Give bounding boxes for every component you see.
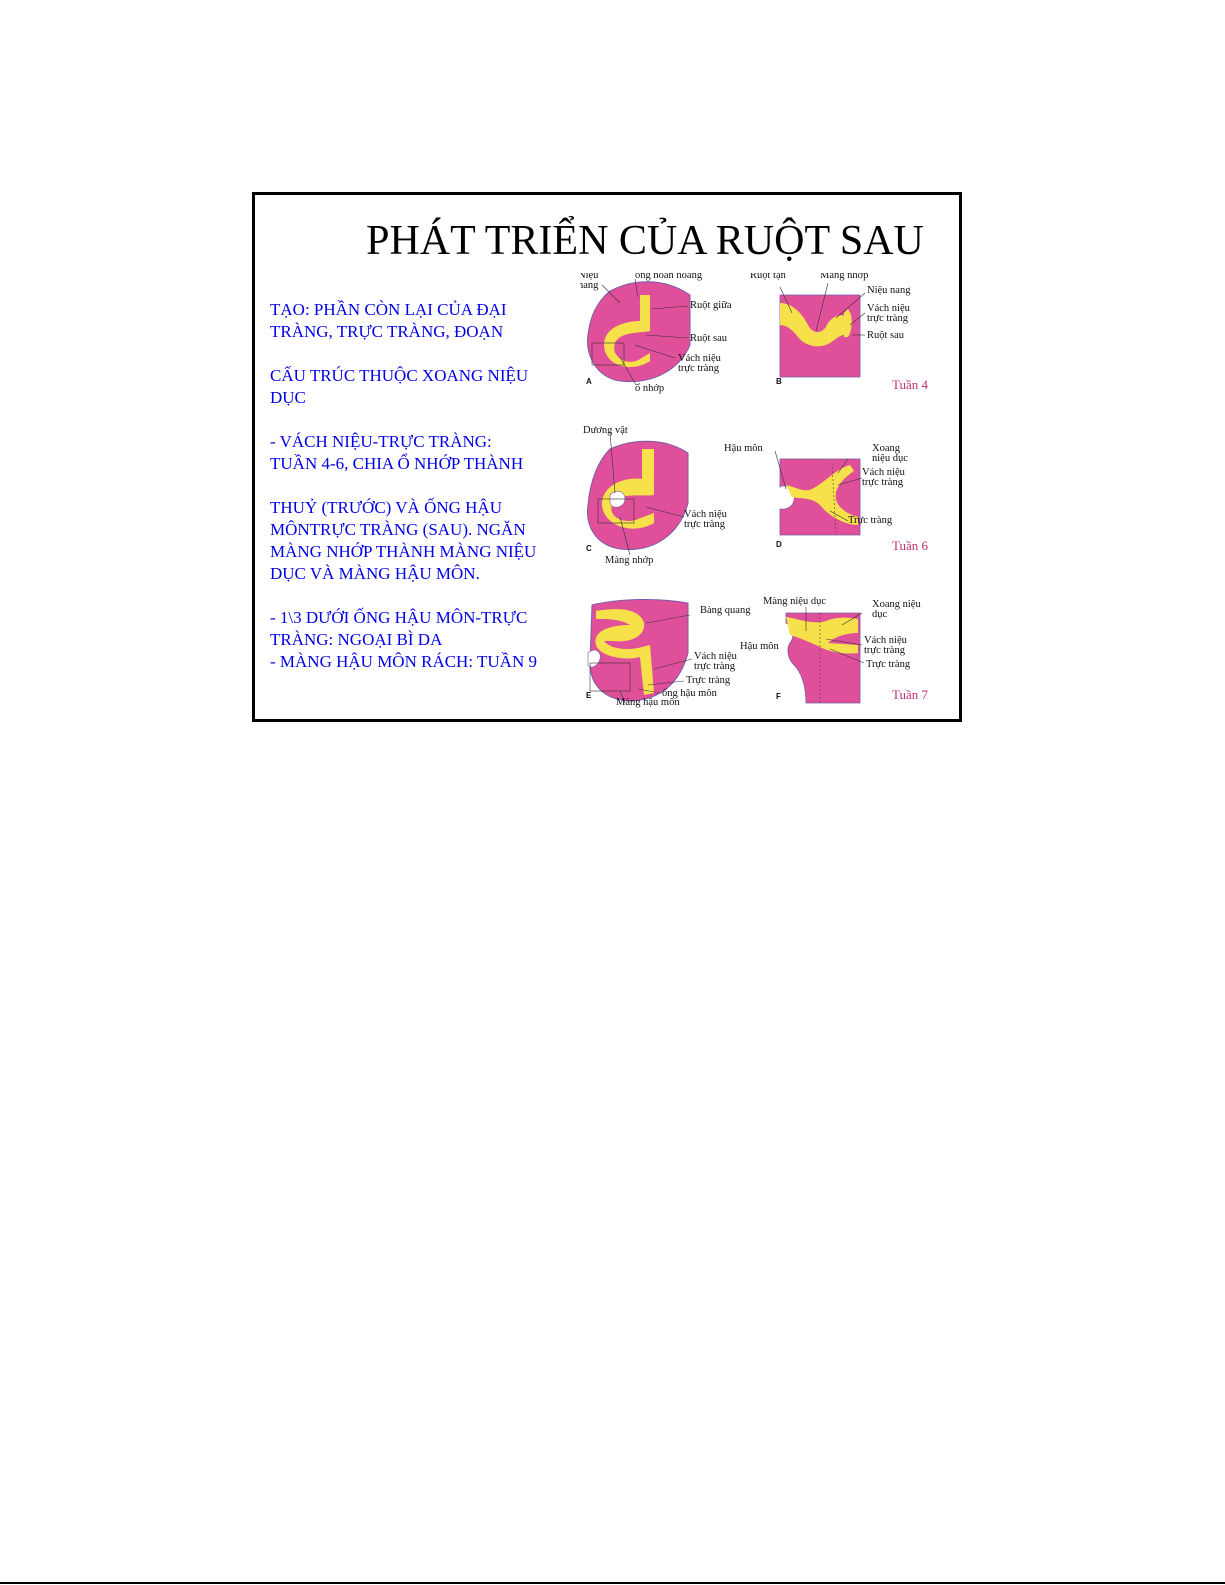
label-b-mang-nhop: Màng nhớp — [820, 273, 868, 281]
panel-letter-e: E — [586, 691, 592, 700]
paragraph-origin: TẠO: PHẦN CÒN LẠI CỦA ĐẠI TRÀNG, TRỰC TR… — [270, 300, 507, 341]
paragraph-anal-canal: - 1\3 DƯỚI ỐNG HẬU MÔN-TRỰC TRÀNG: NGOẠI… — [270, 608, 537, 671]
paragraph-urogenital-sinus: CẤU TRÚC THUỘC XOANG NIỆU DỤC — [270, 366, 529, 407]
panel-f-diagram — [785, 607, 865, 704]
label-a-o-nhop: ổ nhớp — [635, 383, 664, 394]
panel-letter-c: C — [586, 544, 592, 553]
label-a-ruot-sau: Ruột sau — [690, 333, 728, 344]
slide-title: PHÁT TRIỂN CỦA RUỘT SAU — [366, 218, 924, 264]
panel-d-diagram — [774, 450, 863, 536]
panel-letter-d: D — [776, 540, 782, 549]
panel-letter-b: B — [776, 377, 782, 386]
slide: PHÁT TRIỂN CỦA RUỘT SAU TẠO: PHẦN CÒN LẠ… — [252, 192, 962, 722]
panel-e-diagram — [587, 599, 693, 704]
label-b-ruot-sau: Ruột sau — [867, 330, 905, 341]
label-f-mang-nieu-duc: Màng niệu dục — [763, 596, 826, 607]
paragraph-urorectal-septum: - VÁCH NIỆU-TRỰC TRÀNG: TUẦN 4-6, CHIA Ổ… — [270, 432, 524, 473]
panel-a-diagram — [586, 278, 691, 386]
panel-letter-f: F — [776, 692, 781, 701]
week-label-7: Tuần 7 — [892, 687, 929, 702]
label-c-mang-nhop: Màng nhớp — [605, 555, 653, 566]
label-d-truc-trang: Trực tràng — [848, 515, 893, 526]
label-f-truc-trang: Trực tràng — [866, 659, 911, 670]
label-c-duong-vat: Dương vật — [583, 425, 628, 436]
label-a-ong-noan-hoang: ống noãn hoàng — [635, 273, 703, 281]
label-a-ruot-giua: Ruột giữa — [690, 300, 732, 311]
label-e-truc-trang: Trực tràng — [686, 675, 731, 686]
week-label-6: Tuần 6 — [892, 538, 929, 553]
slide-body-text: TẠO: PHẦN CÒN LẠI CỦA ĐẠI TRÀNG, TRỰC TR… — [270, 299, 555, 673]
label-d-hau-mon: Hậu môn — [724, 443, 764, 454]
panel-letter-a: A — [586, 377, 592, 386]
panel-b-diagram — [779, 282, 866, 378]
label-e-mang-hau-mon: Màng hậu môn — [616, 697, 680, 708]
week-label-4: Tuần 4 — [892, 377, 929, 392]
paragraph-division: THUỶ (TRƯỚC) VÀ ỐNG HẬU MÔNTRỰC TRÀNG (S… — [270, 498, 537, 583]
label-b-nieu-nang: Niệu nang — [867, 285, 911, 296]
label-e-bang-quang: Bàng quang — [700, 605, 751, 616]
label-f-hau-mon: Hậu môn — [740, 641, 780, 652]
label-e-ong-hau-mon: ống hậu môn — [662, 688, 718, 699]
panel-c-diagram — [586, 432, 689, 556]
label-b-ruot-tan: Ruột tận — [750, 273, 787, 281]
page-bottom-rule — [0, 1582, 1225, 1584]
